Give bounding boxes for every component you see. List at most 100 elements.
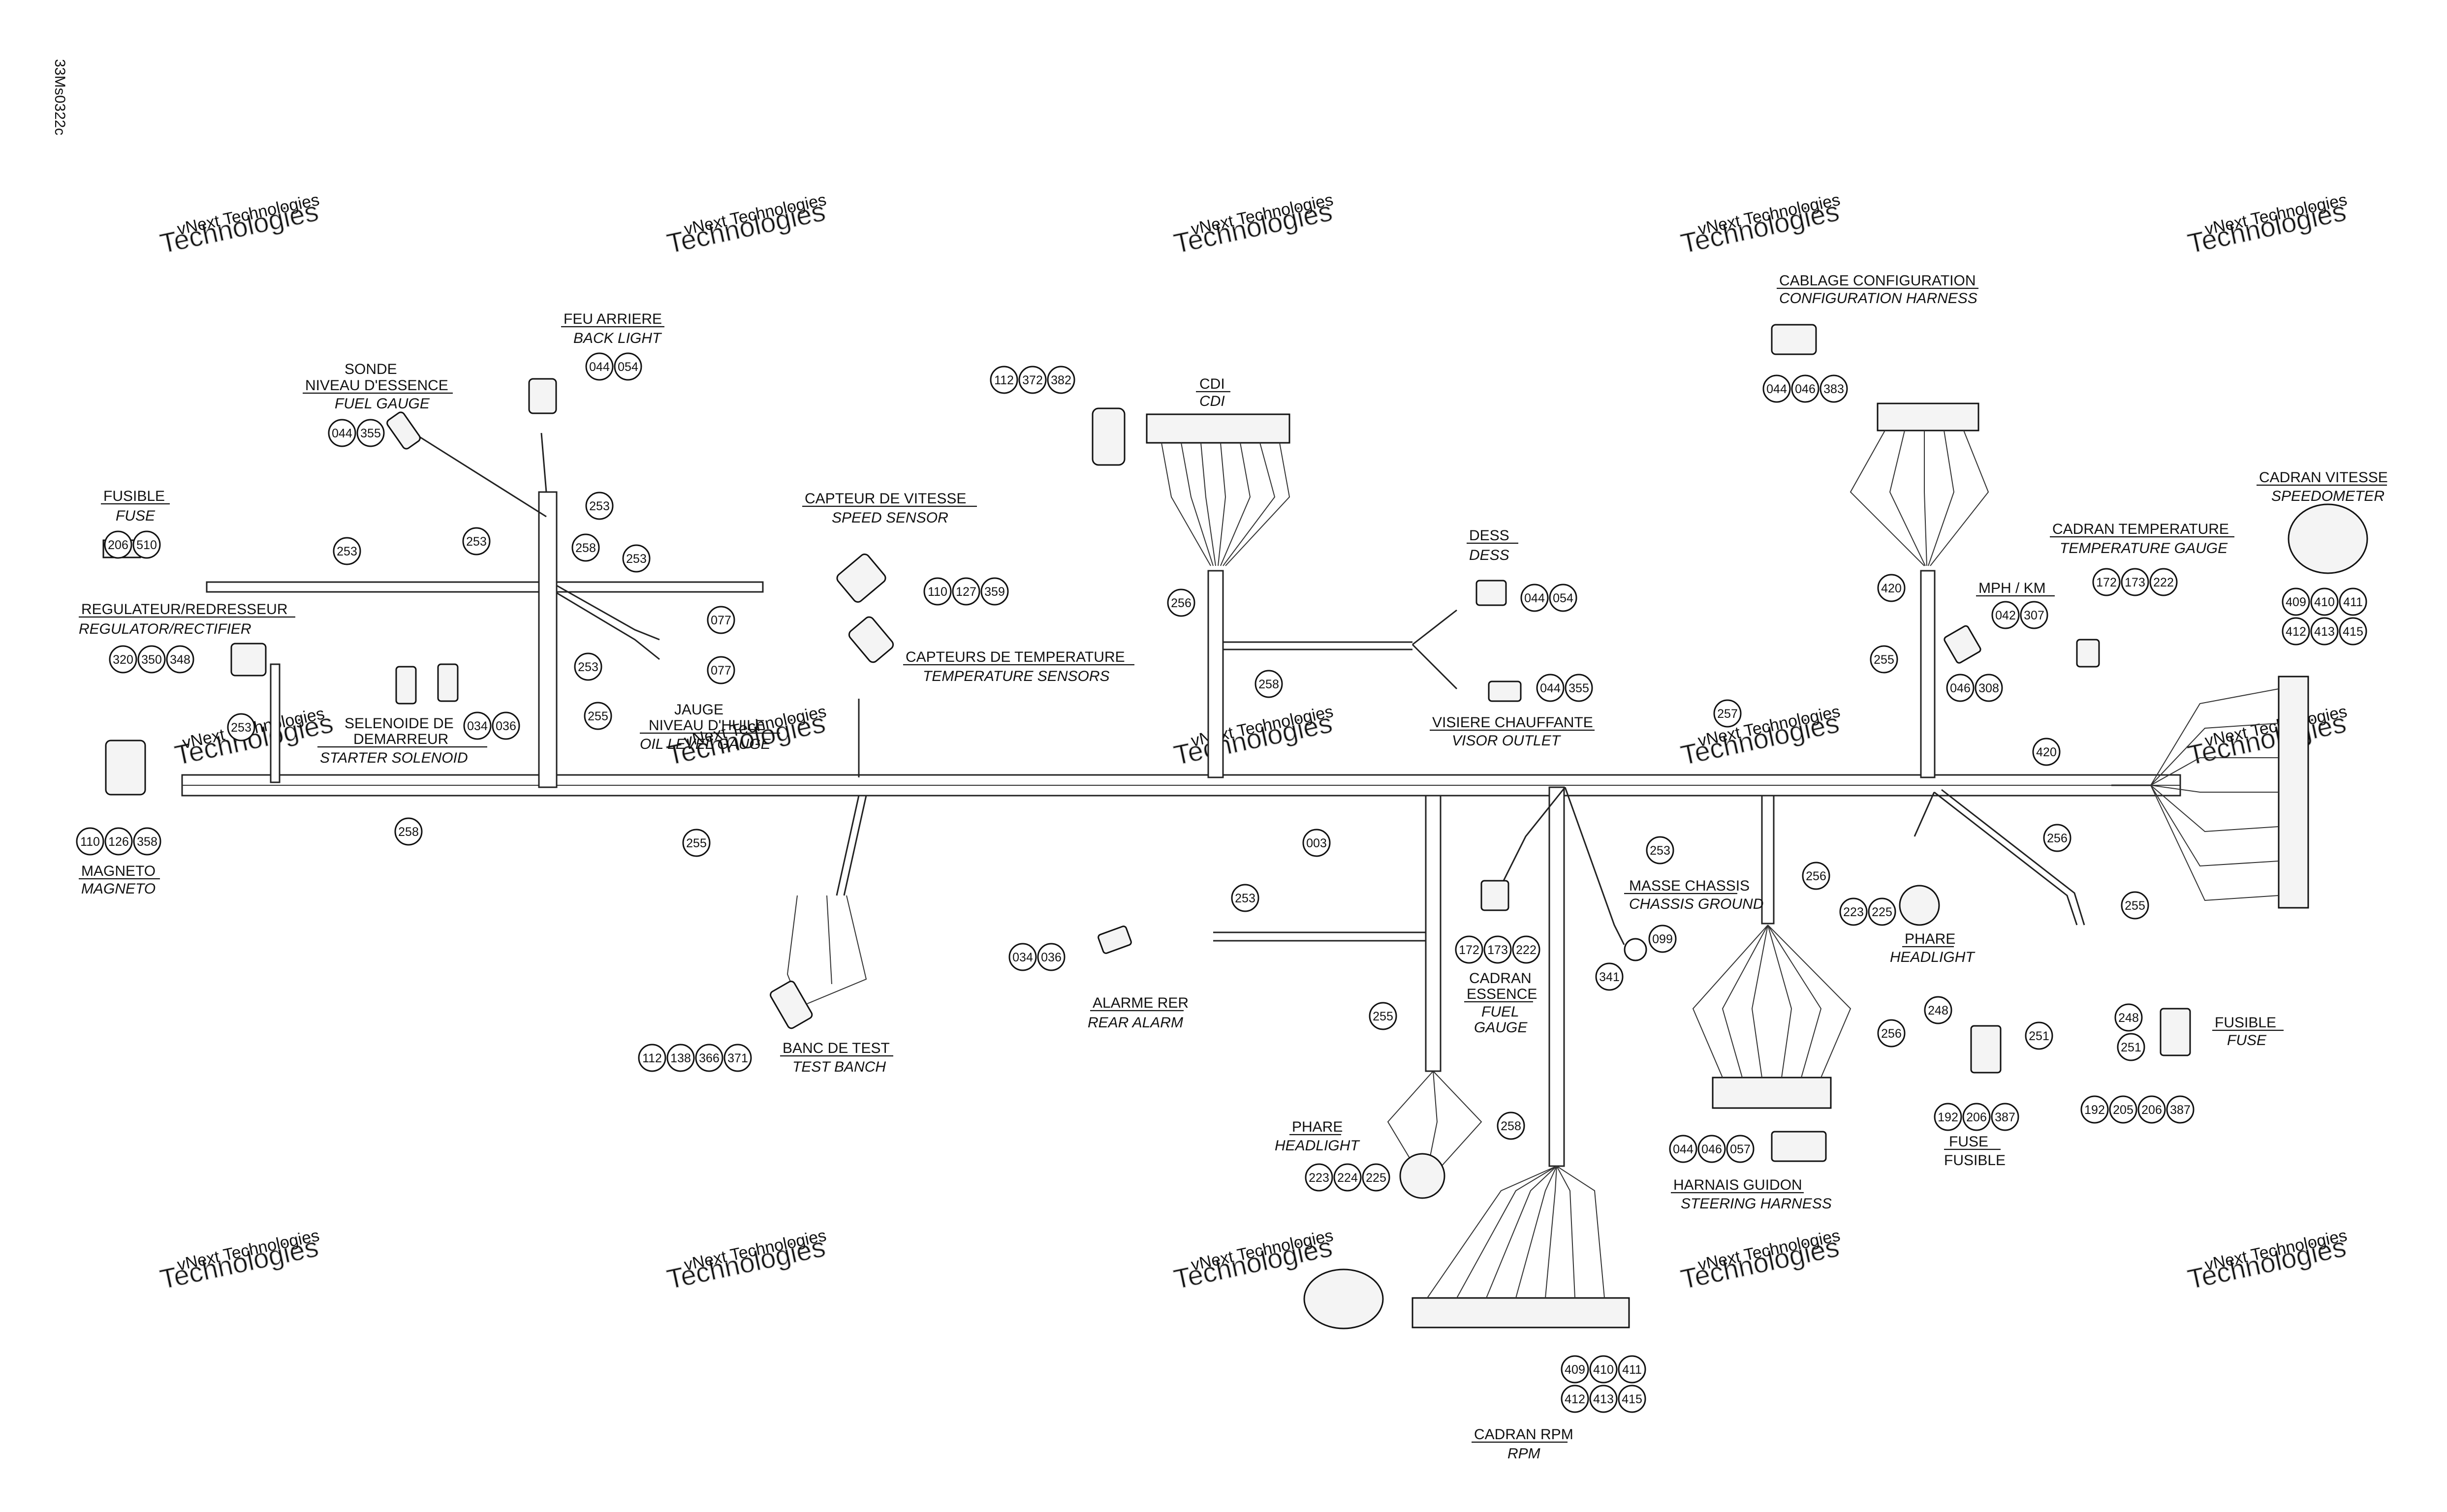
cadran-vitesse-en: SPEEDOMETER (2271, 488, 2384, 504)
wire-ref: 258 (1501, 1119, 1521, 1133)
banc-test-fr: BANC DE TEST (783, 1040, 890, 1056)
phare-center-fr: PHARE (1292, 1119, 1343, 1135)
speedometer-icon (2288, 503, 2368, 574)
capteur-vitesse-fr: CAPTEUR DE VITESSE (805, 491, 966, 507)
ref-bubble: 036 (496, 719, 516, 733)
ref-bubble: 348 (170, 653, 190, 667)
config-trunk (1920, 570, 1936, 778)
ref-bubble: 358 (137, 835, 157, 849)
sonde-fr1: SONDE (345, 361, 397, 377)
ref-bubble: 172 (2096, 576, 2117, 589)
mph-km-fr: MPH / KM (1978, 580, 2046, 596)
ref-bubble: 412 (1565, 1392, 1585, 1406)
cadran-essence-fr1: CADRAN (1469, 970, 1532, 987)
config-connector-block (1877, 402, 1979, 432)
ref-bubble: 383 (1823, 382, 1844, 396)
wire-ref: 253 (1650, 844, 1670, 858)
visor-plug (1488, 680, 1522, 702)
ref-bubble: 110 (928, 585, 947, 599)
main-harness (181, 432, 2181, 1167)
dess-en: DESS (1469, 547, 1509, 563)
wire-ref: 251 (2029, 1029, 2049, 1043)
label-selenoide: SELENOIDE DE DEMARREUR STARTER SOLENOID (317, 715, 487, 766)
capteurs-temp-fr: CAPTEURS DE TEMPERATURE (906, 649, 1125, 665)
cadran-essence-plug (1480, 880, 1509, 911)
wire-ref: 251 (2121, 1041, 2141, 1054)
sonde-fr2: NIVEAU D'ESSENCE (305, 377, 448, 394)
label-capteur-vitesse: CAPTEUR DE VITESSE SPEED SENSOR (802, 491, 977, 526)
rpm-connector-block (1412, 1297, 1630, 1328)
phare-right-en: HEADLIGHT (1890, 949, 1976, 965)
ref-bubble: 413 (1593, 1392, 1614, 1406)
ref-bubble: 410 (1593, 1363, 1614, 1377)
connectors (102, 324, 2368, 1329)
ref-bubble: 371 (727, 1051, 748, 1065)
regulateur-en: REGULATOR/RECTIFIER (79, 621, 251, 637)
ref-bubble: 355 (1569, 681, 1589, 695)
watermark-group: Technologies vNext Technologies Technolo… (157, 190, 2349, 1296)
harnais-guidon-en: STEERING HARNESS (1681, 1196, 1832, 1212)
dess-fr: DESS (1469, 527, 1509, 544)
mph-km-switch (1944, 625, 1981, 664)
ref-bubble: 034 (467, 719, 488, 733)
wire-ref: 253 (231, 721, 251, 735)
upper-left-trunk (206, 581, 764, 593)
ref-bubble: 112 (642, 1051, 662, 1065)
label-dess: DESS DESS (1467, 527, 1518, 563)
alarme-en: REAR ALARM (1088, 1015, 1183, 1031)
wire-ref: 255 (1874, 653, 1894, 667)
label-masse-chassis: MASSE CHASSIS CHASSIS GROUND (1624, 878, 1763, 912)
config-harness-icon (1771, 324, 1817, 355)
wire-ref: 253 (466, 535, 487, 549)
label-phare-center: PHARE HEADLIGHT (1275, 1119, 1360, 1154)
ref-bubble: 224 (1337, 1171, 1358, 1185)
regulateur-fr: REGULATEUR/REDRESSEUR (81, 601, 288, 617)
alarme-fr: ALARME RER (1093, 995, 1189, 1011)
fusible-right-holder (2160, 1008, 2191, 1056)
ref-bubble: 307 (2024, 609, 2044, 622)
ref-bubble: 206 (2141, 1103, 2162, 1117)
solenoid-terminal-a (395, 666, 417, 705)
fusible-left-en: FUSE (116, 508, 156, 524)
label-cadran-vitesse: CADRAN VITESSE SPEEDOMETER (2257, 469, 2388, 504)
ref-bubble: 044 (1540, 681, 1561, 695)
selenoide-en: STARTER SOLENOID (320, 750, 468, 766)
label-feu-arriere: FEU ARRIERE BACK LIGHT (561, 311, 664, 346)
label-banc-test: BANC DE TEST TEST BANCH (780, 1040, 893, 1075)
label-phare-right: PHARE HEADLIGHT (1890, 931, 1976, 965)
ref-bubble: 127 (956, 585, 976, 599)
ref-bubble: 077 (711, 614, 731, 627)
ref-bubble: 054 (618, 360, 638, 374)
ref-bubble: 415 (2343, 625, 2363, 639)
ref-bubble: 412 (2286, 625, 2306, 639)
cadran-vitesse-fr: CADRAN VITESSE (2259, 469, 2388, 486)
jauge-fr2: NIVEAU D'HUILE (649, 717, 765, 734)
vertical-trunk-regulator (270, 663, 281, 783)
sonde-en: FUEL GAUGE (335, 396, 430, 412)
fusible-right-fr: FUSIBLE (2215, 1015, 2276, 1031)
ref-bubble: 172 (1459, 943, 1479, 957)
cablage-config-fr: CABLAGE CONFIGURATION (1779, 273, 1976, 289)
wire-ref: 255 (1373, 1010, 1393, 1023)
ref-bubble: 222 (2153, 576, 2174, 589)
magneto-plug (105, 740, 146, 796)
ref-bubble: 320 (113, 653, 133, 667)
speedometer-connector-column (2278, 676, 2309, 909)
label-fusible-right: FUSIBLE FUSE (2212, 1015, 2284, 1049)
magneto-fr: MAGNETO (81, 863, 156, 879)
cablage-config-en: CONFIGURATION HARNESS (1779, 290, 1977, 307)
solenoid-terminal-b (437, 663, 459, 702)
wire-ref: 256 (2047, 832, 2068, 845)
cadran-temp-en: TEMPERATURE GAUGE (2060, 540, 2228, 556)
wire-ref: 253 (589, 499, 610, 513)
phare-center-en: HEADLIGHT (1275, 1138, 1360, 1154)
label-sonde: SONDE NIVEAU D'ESSENCE FUEL GAUGE (303, 361, 453, 412)
wire-ref: 253 (337, 545, 357, 558)
ref-bubble: 192 (1938, 1111, 1958, 1124)
ref-bubble: 173 (1487, 943, 1508, 957)
phare-right-plug (1899, 885, 1940, 926)
jauge-fr1: JAUGE (674, 702, 723, 718)
steering-trunk (1761, 795, 1775, 925)
label-fuse-right: FUSE FUSIBLE (1944, 1134, 2006, 1169)
label-cadran-essence: CADRAN ESSENCE FUEL GAUGE (1464, 970, 1537, 1036)
